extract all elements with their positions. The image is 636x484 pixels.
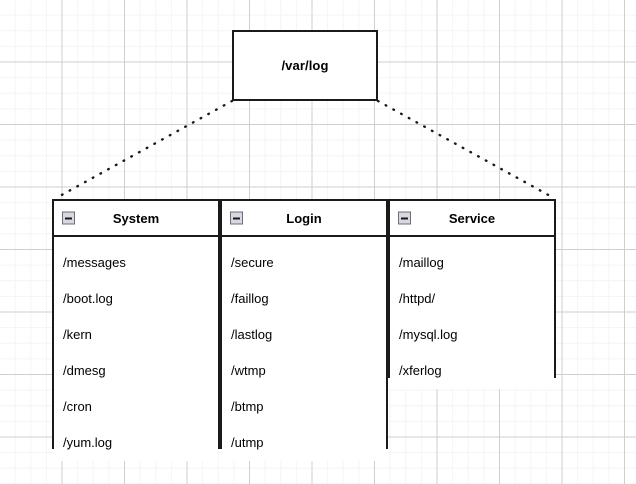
connector-left xyxy=(56,99,234,199)
item-list-service: /maillog /httpd/ /mysql.log /xferlog xyxy=(390,237,554,389)
list-item[interactable]: /secure xyxy=(231,255,274,270)
list-item[interactable]: /utmp xyxy=(231,435,264,450)
collapse-minus-icon[interactable] xyxy=(398,211,411,225)
item-list-login: /secure /faillog /lastlog /wtmp /btmp /u… xyxy=(222,237,386,461)
minus-glyph xyxy=(401,217,408,219)
minus-glyph xyxy=(233,217,240,219)
list-item[interactable]: /mysql.log xyxy=(399,327,458,342)
list-item[interactable]: /wtmp xyxy=(231,363,266,378)
root-node-label: /var/log xyxy=(281,58,329,73)
list-item[interactable]: /cron xyxy=(63,399,92,414)
category-box-system[interactable]: System /messages /boot.log /kern /dmesg … xyxy=(52,199,220,461)
minus-glyph xyxy=(65,217,72,219)
list-item[interactable]: /httpd/ xyxy=(399,291,436,306)
root-node-box[interactable]: /var/log xyxy=(232,30,378,101)
category-box-service[interactable]: Service /maillog /httpd/ /mysql.log /xfe… xyxy=(388,199,556,389)
category-title-login: Login xyxy=(286,210,322,226)
category-header-login: Login xyxy=(222,201,386,237)
list-item[interactable]: /btmp xyxy=(231,399,264,414)
list-item[interactable]: /lastlog xyxy=(231,327,273,342)
collapse-minus-icon[interactable] xyxy=(62,211,75,225)
category-title-system: System xyxy=(112,210,160,226)
list-item[interactable]: /maillog xyxy=(399,255,444,270)
category-title-service: Service xyxy=(448,210,496,226)
category-header-service: Service xyxy=(390,201,554,237)
list-item[interactable]: /messages xyxy=(63,255,126,270)
category-box-login[interactable]: Login /secure /faillog /lastlog /wtmp /b… xyxy=(220,199,388,461)
category-header-system: System xyxy=(54,201,218,237)
item-list-system: /messages /boot.log /kern /dmesg /cron /… xyxy=(54,237,218,461)
list-item[interactable]: /dmesg xyxy=(63,363,106,378)
list-item[interactable]: /kern xyxy=(63,327,92,342)
collapse-minus-icon[interactable] xyxy=(230,211,243,225)
list-item[interactable]: /boot.log xyxy=(63,291,113,306)
list-item[interactable]: /yum.log xyxy=(63,435,113,450)
list-item[interactable]: /xferlog xyxy=(399,363,442,378)
connector-right xyxy=(376,99,554,199)
list-item[interactable]: /faillog xyxy=(231,291,269,306)
